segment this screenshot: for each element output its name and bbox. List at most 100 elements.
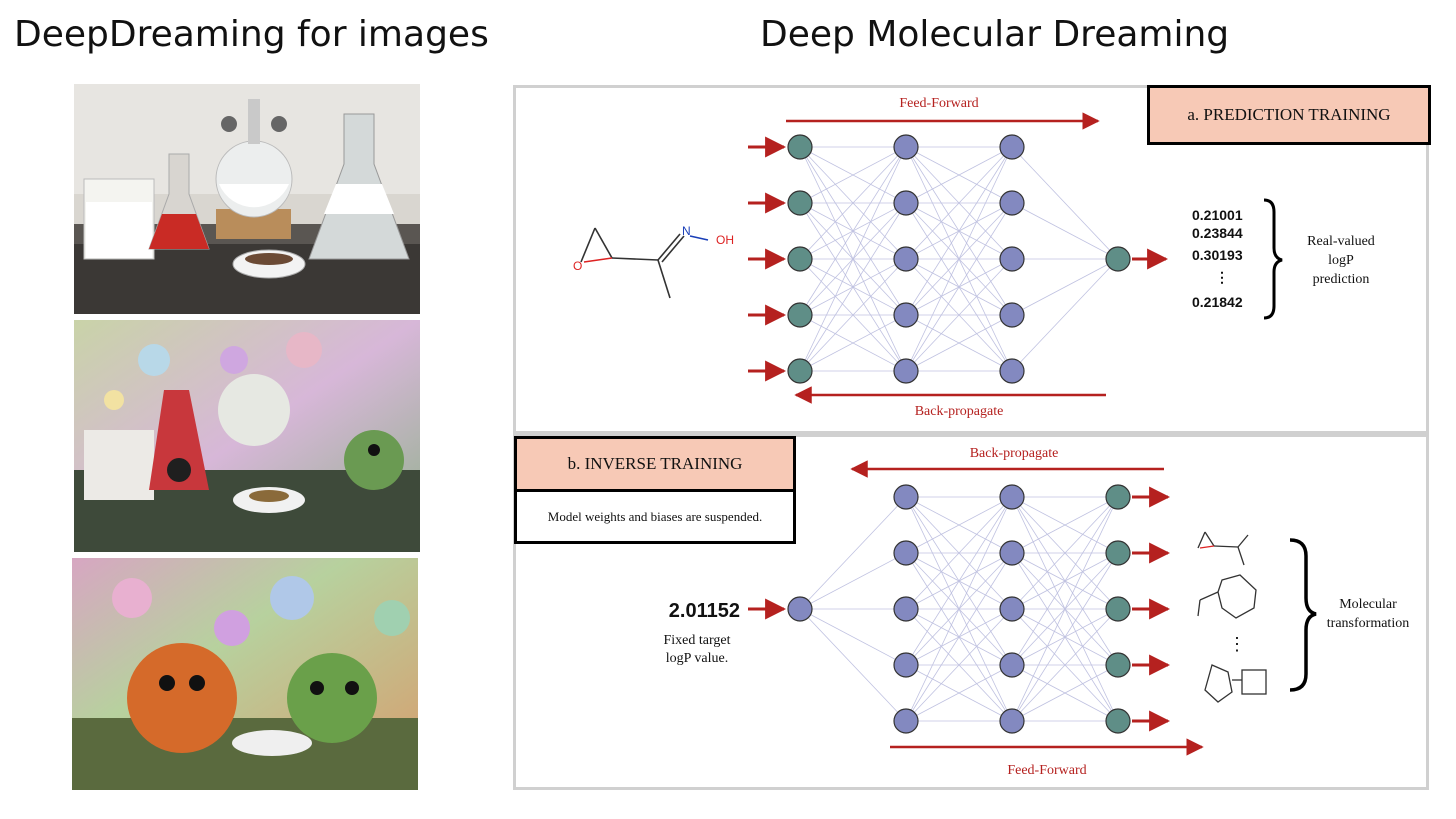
edge-a: [799, 258, 907, 372]
network-a-edges: [799, 146, 1119, 372]
caption-a-line1: Real-valued: [1307, 234, 1375, 249]
hidden2-node-a-4: [999, 302, 1025, 328]
deepdream-photo-medium: [74, 320, 420, 552]
edge-b: [1011, 496, 1119, 554]
input-node-b: [787, 596, 813, 622]
target-value: 2.01152: [669, 600, 740, 622]
edge-b-in: [799, 496, 907, 610]
edge-a: [799, 202, 907, 372]
edge-b: [1011, 496, 1119, 722]
hidden2-node-a-2: [999, 190, 1025, 216]
caption-b-line1: Molecular: [1339, 597, 1397, 612]
feed-forward-label-b: Feed-Forward: [1007, 763, 1086, 778]
edge-b: [905, 496, 1013, 554]
hidden1-node-a-4: [893, 302, 919, 328]
edge-b: [905, 608, 1013, 722]
caption-a-line2: logP: [1328, 253, 1354, 268]
hidden2-node-a-1: [999, 134, 1025, 160]
atom-oh: OH: [716, 233, 734, 247]
hidden2-node-a-5: [999, 358, 1025, 384]
feed-forward-label-a: Feed-Forward: [899, 96, 978, 111]
hidden1-node-a-2: [893, 190, 919, 216]
network-a-nodes: [787, 134, 1131, 384]
target-caption-line2: logP value.: [666, 651, 728, 666]
molecule-input-a: [580, 227, 709, 299]
output-node-b-5: [1105, 708, 1131, 734]
back-propagate-label-a: Back-propagate: [915, 404, 1004, 419]
title-deep-molecular-dreaming: Deep Molecular Dreaming: [760, 14, 1230, 55]
atom-o: O: [573, 259, 582, 273]
output-ellipsis: ⋮: [1215, 269, 1229, 285]
edge-a: [799, 146, 907, 316]
edge-b: [1011, 496, 1119, 666]
note-weights-suspended: Model weights and biases are suspended.: [514, 489, 796, 544]
hidden1-node-b-5: [893, 708, 919, 734]
output-molecule-2: [1197, 574, 1257, 619]
output-node-b-4: [1105, 652, 1131, 678]
hidden1-node-a-3: [893, 246, 919, 272]
input-node-a-2: [787, 190, 813, 216]
edge-a: [799, 146, 907, 260]
target-caption-line1: Fixed target: [663, 633, 730, 648]
hidden1-node-a-1: [893, 134, 919, 160]
edge-a: [905, 314, 1013, 372]
network-b-nodes: [787, 484, 1131, 734]
hidden1-node-b-1: [893, 484, 919, 510]
edge-b: [1011, 496, 1119, 610]
hidden2-node-b-5: [999, 708, 1025, 734]
edge-a: [905, 146, 1013, 316]
caption-a-line3: prediction: [1313, 272, 1370, 287]
output-value-5: 0.21842: [1192, 294, 1243, 310]
input-node-a-3: [787, 246, 813, 272]
edge-b: [1011, 608, 1119, 722]
back-propagate-label-b: Back-propagate: [970, 446, 1059, 461]
lab-flasks-photo: [74, 84, 420, 314]
edge-a: [905, 146, 1013, 372]
edge-a: [799, 314, 907, 372]
output-node-b-3: [1105, 596, 1131, 622]
output-node-b-2: [1105, 540, 1131, 566]
edge-a: [799, 146, 907, 204]
network-b-edges: [799, 496, 1119, 722]
output-value-1: 0.21001: [1192, 207, 1243, 223]
edge-b-in: [799, 552, 907, 610]
edge-a: [905, 202, 1013, 372]
hidden2-node-b-2: [999, 540, 1025, 566]
hidden1-node-a-5: [893, 358, 919, 384]
hidden1-node-b-2: [893, 540, 919, 566]
edge-b: [905, 496, 1013, 610]
hidden2-node-b-1: [999, 484, 1025, 510]
hidden2-node-b-4: [999, 652, 1025, 678]
output-values-a: 0.21001 0.23844 0.30193 ⋮ 0.21842: [1192, 207, 1243, 310]
input-node-a-4: [787, 302, 813, 328]
output-ellipsis-b: ⋮: [1228, 634, 1246, 654]
edge-a-out: [1011, 258, 1119, 316]
edge-b: [905, 552, 1013, 722]
hidden1-node-b-4: [893, 652, 919, 678]
output-node-b-1: [1105, 484, 1131, 510]
output-value-2: 0.23844: [1192, 225, 1243, 241]
label-prediction-training: a. PREDICTION TRAINING: [1147, 85, 1431, 145]
hidden1-node-b-3: [893, 596, 919, 622]
edge-b: [1011, 664, 1119, 722]
edge-b: [1011, 552, 1119, 722]
output-value-3: 0.30193: [1192, 247, 1243, 263]
hidden2-node-b-3: [999, 596, 1025, 622]
edge-b-in: [799, 608, 907, 722]
atom-n: N: [682, 224, 691, 238]
brace-a: [1263, 198, 1283, 320]
edge-b-in: [799, 608, 907, 666]
input-node-a-5: [787, 358, 813, 384]
edge-b: [905, 496, 1013, 722]
label-inverse-training: b. INVERSE TRAINING: [514, 436, 796, 492]
brace-b: [1289, 538, 1317, 692]
input-node-a-1: [787, 134, 813, 160]
edge-a: [905, 146, 1013, 204]
edge-b: [905, 496, 1013, 666]
edge-a: [905, 258, 1013, 372]
arrows: [748, 112, 1204, 756]
edge-a-out: [1011, 202, 1119, 260]
output-molecule-1: [1197, 531, 1249, 566]
output-molecule-3: [1204, 664, 1267, 703]
